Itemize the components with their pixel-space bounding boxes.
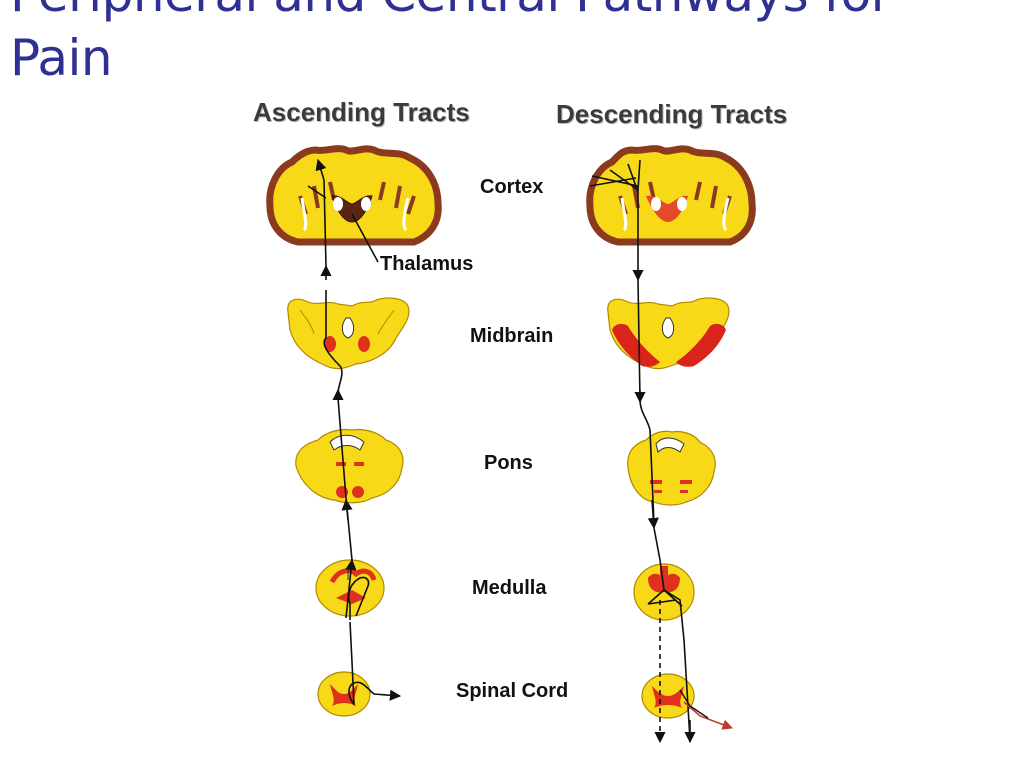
slide-title-line-1: Peripheral and Central Pathways for — [10, 0, 891, 26]
ascending-cortex-section — [266, 145, 442, 246]
ascending-tracts-heading: Ascending Tracts — [253, 97, 470, 127]
descending-pons-section — [627, 430, 716, 506]
thalamus-pointer-line — [351, 213, 379, 263]
descending-tracts-heading: Descending Tracts — [556, 99, 788, 129]
descending-pathway — [589, 159, 696, 744]
descending-midbrain-section — [607, 297, 730, 370]
ascending-midbrain-section — [287, 297, 410, 370]
slide-title-line-2: Pain — [10, 29, 113, 87]
cortex-label: Cortex — [480, 176, 544, 198]
descending-output-nerve — [683, 701, 733, 730]
ascending-spinal-cord-section — [317, 671, 371, 717]
descending-medulla-section — [633, 563, 695, 621]
ascending-pathway — [307, 158, 402, 707]
thalamus-label: Thalamus — [380, 253, 474, 275]
descending-interneuron-line — [679, 689, 709, 719]
slide-title: Peripheral and Central Pathways for Pain — [10, 0, 891, 90]
midbrain-label: Midbrain — [470, 325, 554, 347]
descending-cortex-section — [586, 145, 756, 246]
medulla-label: Medulla — [472, 577, 547, 599]
pons-label: Pons — [484, 452, 533, 474]
ascending-pons-section — [295, 428, 404, 504]
spinal-cord-label: Spinal Cord — [456, 680, 569, 702]
